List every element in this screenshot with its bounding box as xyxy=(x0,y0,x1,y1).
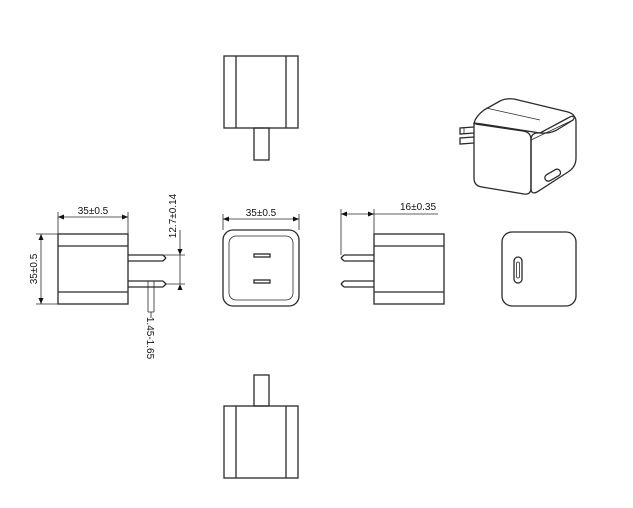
dim-pin-length: 12.7±0.14 xyxy=(168,193,179,238)
dim-side-height: 35±0.5 xyxy=(29,253,40,284)
back-view xyxy=(501,231,577,307)
top-view xyxy=(223,55,299,161)
dim-pin-thickness: 1.45-1.65 xyxy=(144,317,155,360)
front-view xyxy=(222,214,300,307)
isometric-view xyxy=(459,98,577,195)
dim-side-width: 35±0.5 xyxy=(78,206,109,217)
left-side-view xyxy=(36,212,185,318)
dim-pin-spacing: 16±0.35 xyxy=(400,202,437,213)
right-side-view xyxy=(340,209,445,305)
dim-front-width: 35±0.5 xyxy=(246,208,277,219)
bottom-view xyxy=(223,374,299,479)
